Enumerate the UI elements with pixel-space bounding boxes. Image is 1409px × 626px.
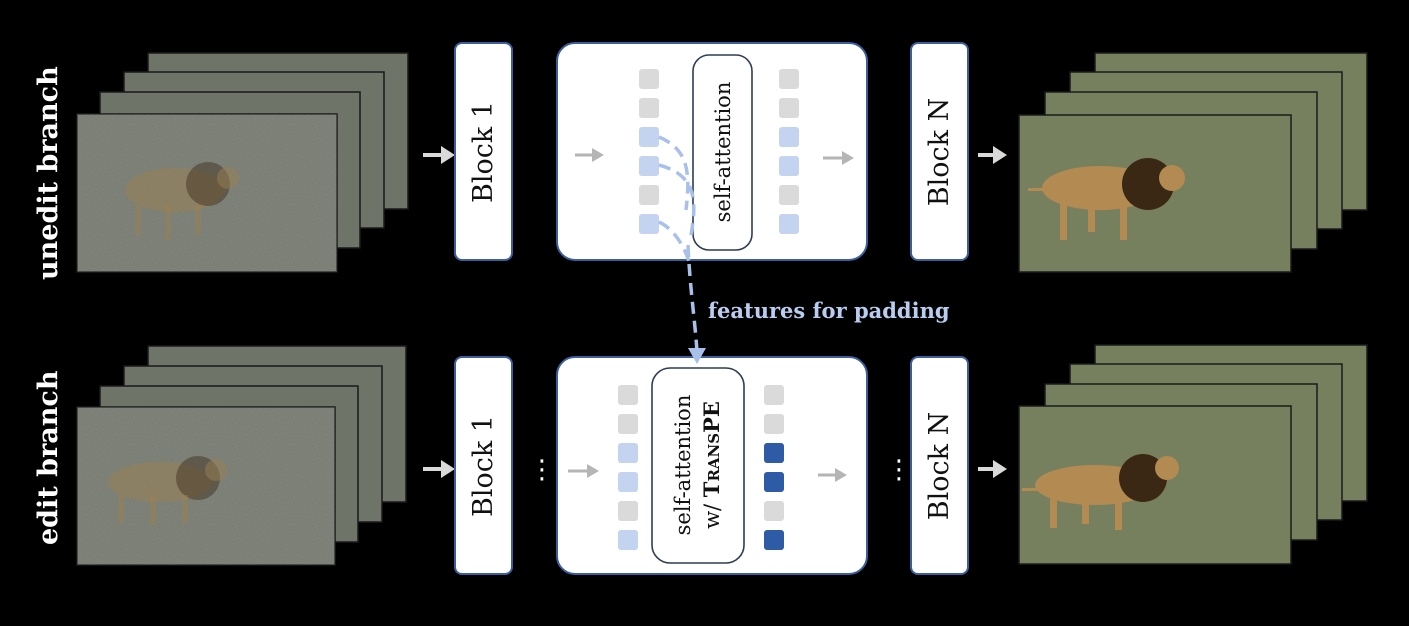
token-gray xyxy=(764,385,784,405)
token-gray xyxy=(639,185,659,205)
block-1-top-label: Block 1 xyxy=(468,101,499,203)
arrow-attn-in-bottom xyxy=(568,464,599,478)
arrow-attn-in-top xyxy=(575,148,604,162)
self-attention-label: self-attention xyxy=(711,82,735,223)
block-n-top xyxy=(910,42,969,261)
block-n-bottom xyxy=(910,356,969,575)
ellipsis-left: ⋮ xyxy=(529,455,555,485)
token-dark xyxy=(764,443,784,463)
token-light xyxy=(639,156,659,176)
token-gray xyxy=(779,98,799,118)
self-attention-transpe-line2: w/ TRANSPE xyxy=(699,401,724,529)
transpe-pe: PE xyxy=(699,401,724,433)
padding-feature-paths xyxy=(658,135,706,364)
token-gray xyxy=(639,69,659,89)
self-attention-transpe-box xyxy=(651,367,745,564)
token-dark xyxy=(764,530,784,550)
block-1-bottom-label: Block 1 xyxy=(468,415,499,517)
token-column-edit-input xyxy=(618,385,638,550)
unedit-input-frames xyxy=(76,52,409,273)
noisy-lion-image xyxy=(125,162,239,240)
transpe-big-t: T xyxy=(699,481,724,497)
token-gray xyxy=(639,98,659,118)
edit-input-frames xyxy=(76,345,407,566)
arrow-to-block1-bottom xyxy=(423,460,455,478)
token-light xyxy=(639,214,659,234)
padding-arrow-head xyxy=(688,348,706,364)
token-column-unedit-input xyxy=(639,69,659,234)
arrow-attn-out-top xyxy=(823,151,854,165)
unedit-output-frames xyxy=(1018,52,1368,273)
token-light xyxy=(618,530,638,550)
token-gray xyxy=(618,385,638,405)
block-1-top xyxy=(454,42,513,261)
noisy-lion-image xyxy=(108,456,227,525)
block-n-bottom-label: Block N xyxy=(924,412,955,520)
token-gray xyxy=(779,69,799,89)
token-gray xyxy=(779,185,799,205)
token-gray xyxy=(764,501,784,521)
block-1-bottom xyxy=(454,356,513,575)
self-attention-transpe-line1: self-attention xyxy=(671,395,695,536)
block-n-top-label: Block N xyxy=(924,98,955,206)
token-light xyxy=(779,214,799,234)
ellipsis-right: ⋮ xyxy=(886,455,912,485)
token-light xyxy=(639,127,659,147)
token-light xyxy=(618,472,638,492)
token-light xyxy=(618,443,638,463)
token-light xyxy=(779,156,799,176)
lion-output-image xyxy=(1028,158,1185,240)
arrow-to-block1-top xyxy=(423,146,455,164)
transpe-small-caps: RANS xyxy=(705,433,723,482)
features-for-padding-label: features for padding xyxy=(708,298,950,323)
token-gray xyxy=(618,414,638,434)
token-light xyxy=(779,127,799,147)
unedit-branch-label: unedit branch xyxy=(33,66,64,280)
transpe-prefix: w/ xyxy=(700,497,724,529)
arrow-from-blockn-top xyxy=(978,146,1007,164)
edit-output-frames xyxy=(1018,344,1368,565)
token-column-edit-output xyxy=(764,385,784,550)
arrow-attn-out-bottom xyxy=(818,468,847,482)
self-attention-box xyxy=(692,54,753,251)
token-column-unedit-output xyxy=(779,69,799,234)
token-dark xyxy=(764,472,784,492)
edit-branch-label: edit branch xyxy=(33,370,64,545)
arrow-from-blockn-bottom xyxy=(978,460,1007,478)
token-gray xyxy=(618,501,638,521)
lion-output-image xyxy=(1022,454,1179,530)
token-gray xyxy=(764,414,784,434)
